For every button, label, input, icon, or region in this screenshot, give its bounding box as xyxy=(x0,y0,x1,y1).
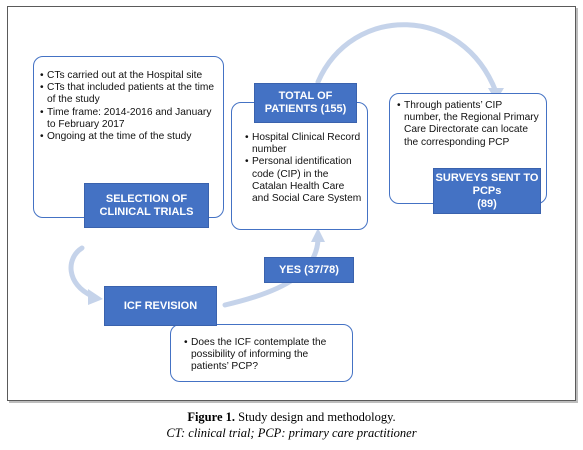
selection-criterion: CTs carried out at the Hospital site xyxy=(40,70,220,82)
yes-label-box: YES (37/78) xyxy=(264,257,354,283)
figure-caption: Figure 1. Study design and methodology. xyxy=(0,410,583,425)
figure-label: Figure 1. xyxy=(187,410,236,424)
selection-title: SELECTION OF CLINICAL TRIALS xyxy=(99,192,194,218)
arrow-patients-to-surveys xyxy=(315,22,499,95)
figure-abbreviations: CT: clinical trial; PCP: primary care pr… xyxy=(166,426,417,440)
icf-title: ICF REVISION xyxy=(123,299,198,312)
icf-question: Does the ICF contemplate the possibility… xyxy=(184,337,344,374)
arrow-selection-to-icf-head xyxy=(88,289,103,305)
surveys-title-box: SURVEYS SENT TO PCPs (89) xyxy=(433,168,541,214)
icf-question-list: Does the ICF contemplate the possibility… xyxy=(184,337,344,374)
yes-label: YES (37/78) xyxy=(279,263,339,276)
patients-detail: Hospital Clinical Record number xyxy=(245,132,363,156)
patients-title: TOTAL OF PATIENTS (155) xyxy=(264,90,347,115)
selection-criterion: Ongoing at the time of the study xyxy=(40,131,220,143)
figure-caption-text: Study design and methodology. xyxy=(235,410,396,424)
selection-title-box: SELECTION OF CLINICAL TRIALS xyxy=(84,183,209,228)
arrow-icf-to-patients-head xyxy=(311,228,325,242)
selection-criterion: CTs that included patients at the time o… xyxy=(40,82,220,106)
selection-criteria-list: CTs carried out at the Hospital site CTs… xyxy=(40,70,220,143)
patients-title-box: TOTAL OF PATIENTS (155) xyxy=(254,83,357,123)
selection-criterion: Time frame: 2014-2016 and January to Feb… xyxy=(40,107,220,131)
arrow-selection-to-icf xyxy=(68,245,95,299)
patients-details-list: Hospital Clinical Record number Personal… xyxy=(245,132,363,205)
surveys-count: (89) xyxy=(477,197,497,210)
surveys-detail: Through patients’ CIP number, the Region… xyxy=(397,100,541,149)
surveys-title: SURVEYS SENT TO PCPs xyxy=(435,171,539,197)
surveys-details-list: Through patients’ CIP number, the Region… xyxy=(397,100,541,149)
icf-title-box: ICF REVISION xyxy=(104,286,217,326)
patients-detail: Personal identification code (CIP) in th… xyxy=(245,156,363,205)
